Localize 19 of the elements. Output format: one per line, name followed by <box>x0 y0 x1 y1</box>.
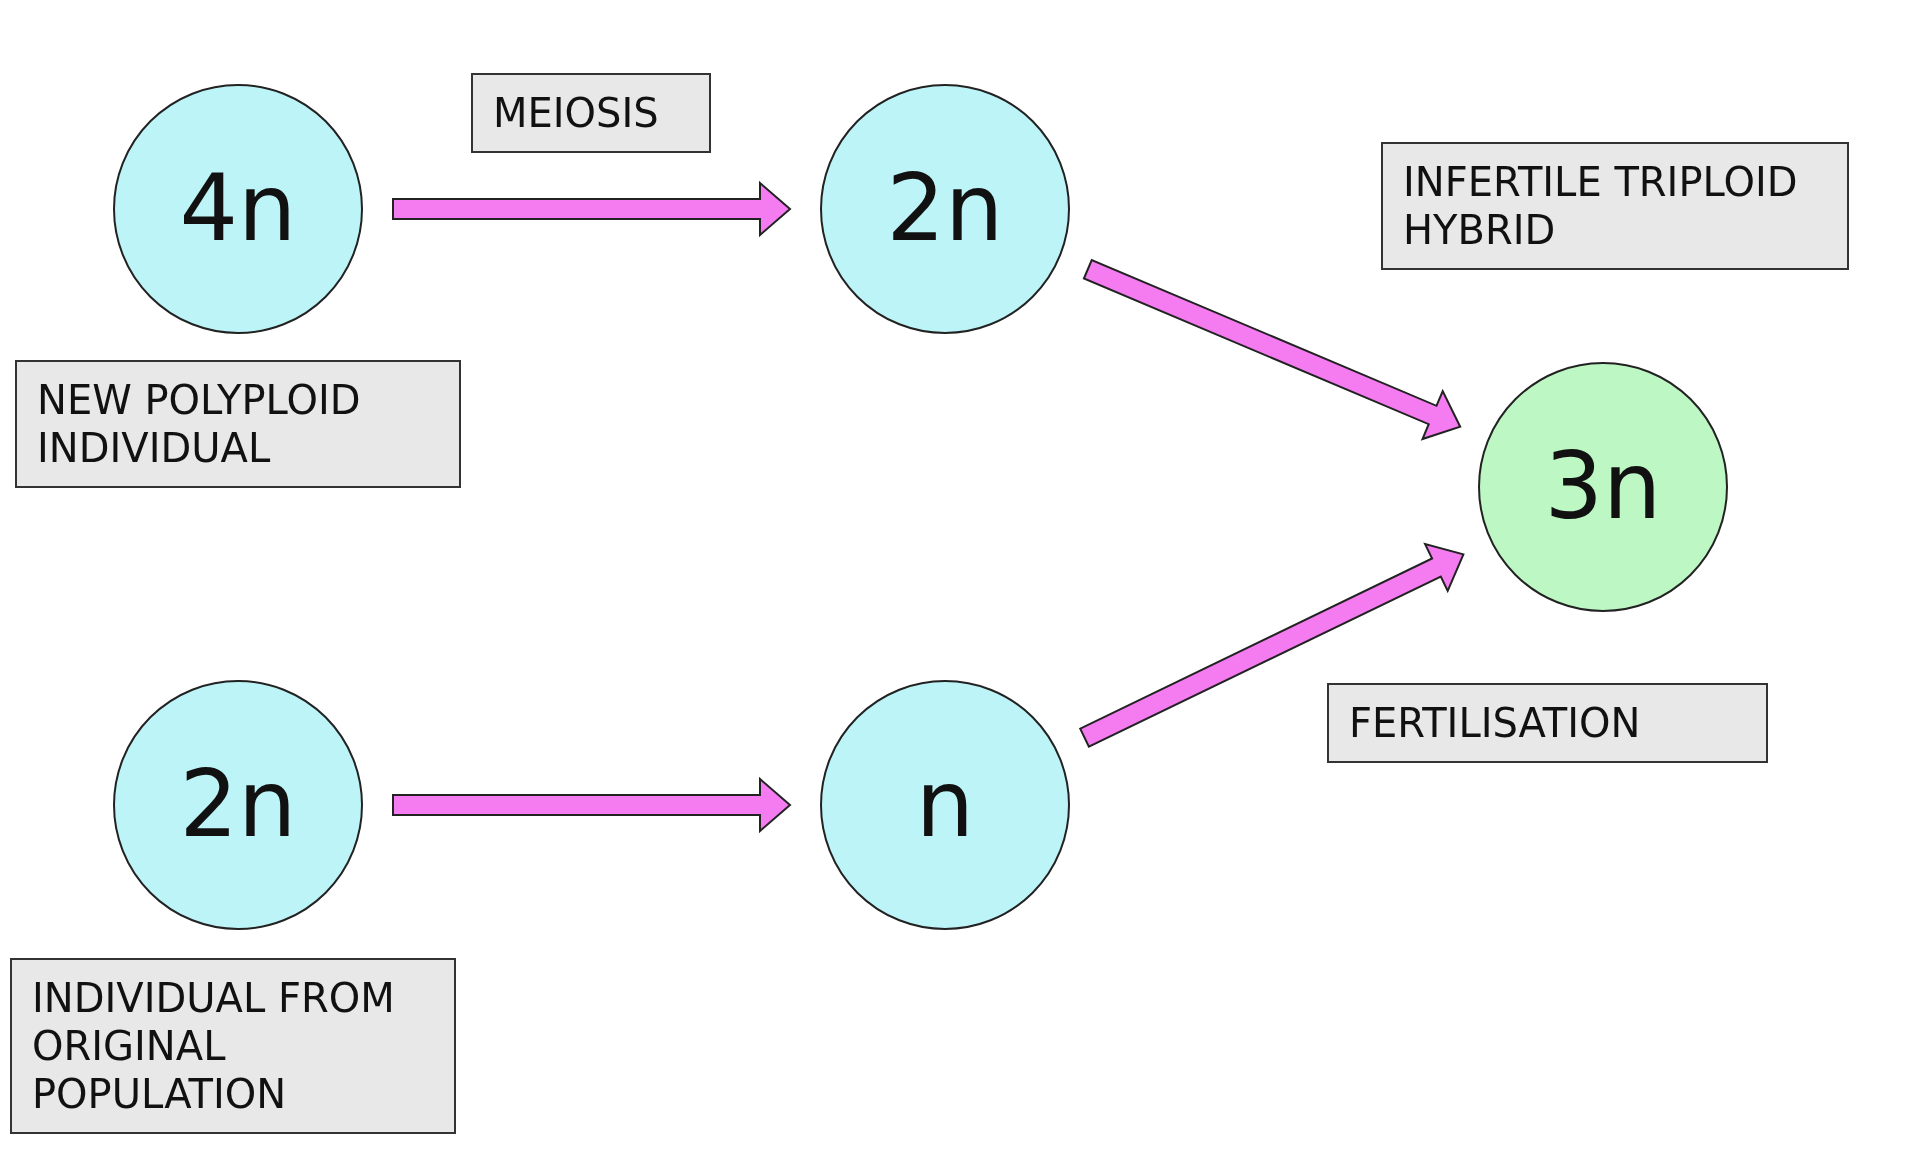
label-box <box>1327 683 1768 763</box>
box-label: INDIVIDUAL FROM ORIGINAL POPULATION <box>32 974 396 1118</box>
ploidy-label: 2n <box>179 759 297 851</box>
ploidy-label: 3n <box>1544 441 1662 533</box>
arrow <box>1078 542 1465 748</box>
box-label: INFERTILE TRIPLOID HYBRID <box>1403 158 1799 254</box>
ploidy-label: n <box>915 759 975 851</box>
ploidy-label: 4n <box>179 163 297 255</box>
label-box <box>1381 142 1849 270</box>
label-box <box>471 73 711 153</box>
arrow <box>392 180 792 238</box>
label-box <box>10 958 456 1134</box>
box-label: MEIOSIS <box>493 89 660 137</box>
arrow <box>392 776 792 834</box>
arrow <box>1082 258 1462 441</box>
box-label: NEW POLYPLOID INDIVIDUAL <box>37 376 362 472</box>
ploidy-label: 2n <box>886 163 1004 255</box>
label-box <box>15 360 461 488</box>
box-label: FERTILISATION <box>1349 699 1642 747</box>
